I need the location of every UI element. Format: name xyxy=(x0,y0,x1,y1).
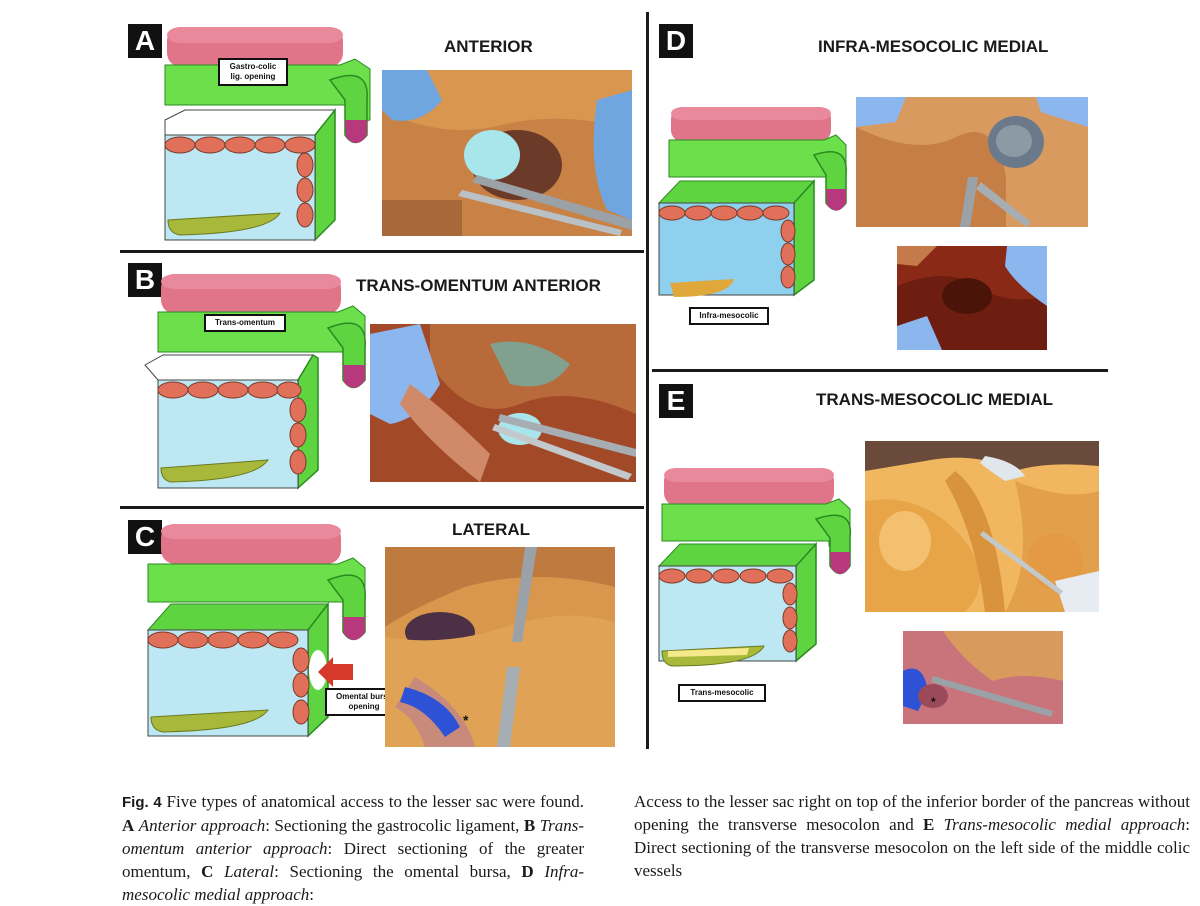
cadaver-photo-b xyxy=(370,324,636,482)
panel-letter-e: E xyxy=(659,384,693,418)
stomach-pink xyxy=(671,107,831,142)
panel-title-e: TRANS-MESOCOLIC MEDIAL xyxy=(816,390,1054,409)
panel-letter-d: D xyxy=(659,24,693,58)
caption-item-name-a: Anterior approach xyxy=(138,816,266,835)
cadaver-photo-d1 xyxy=(856,97,1088,227)
caption-item-letter-c: C xyxy=(201,862,214,881)
cadaver-photo-d2 xyxy=(897,246,1047,350)
cadaver-photo-c: * xyxy=(385,547,615,747)
panel-title-c: LATERAL xyxy=(452,520,531,539)
caption-item-desc-b: Direct sectioning of the greater omentum… xyxy=(122,839,584,881)
stomach-pink xyxy=(167,27,343,67)
panel-title-a: ANTERIOR xyxy=(444,37,533,56)
caption-item-name-c: Lateral xyxy=(224,862,275,881)
callout-d: Infra-mesocolic xyxy=(689,307,769,325)
divider-vertical xyxy=(646,12,649,749)
caption-right-column: Access to the lesser sac right on top of… xyxy=(634,792,1190,880)
divider-ab xyxy=(120,250,644,253)
photo-star-e: * xyxy=(931,695,936,709)
caption-item-desc-e: Direct sectioning of the transverse meso… xyxy=(634,838,1190,880)
caption-item-letter-a: A xyxy=(122,816,135,835)
lesser-sac-diagram-a xyxy=(164,27,371,242)
caption-left-column: Fig. 4 Five types of anatomical access t… xyxy=(122,792,585,904)
panel-letter-b: B xyxy=(128,263,162,297)
lesser-sac-diagram-b xyxy=(144,274,366,490)
panel-title-b: TRANS-OMENTUM ANTERIOR xyxy=(356,276,601,295)
caption-item-name-d: Infra-mesocolic medial approach xyxy=(122,862,585,904)
cadaver-photo-e2: * xyxy=(903,631,1063,724)
callout-a: Gastro-colic lig. opening xyxy=(218,58,288,86)
divider-de xyxy=(652,369,1108,372)
stomach-pink xyxy=(161,274,341,314)
caption-item-name-e: Trans-mesocolic medial approach xyxy=(943,815,1186,834)
lesser-sac-diagram-d xyxy=(657,107,847,297)
caption-item-name-b: Trans-omentum anterior approach xyxy=(122,816,585,858)
panel-letter-c: C xyxy=(128,520,162,554)
caption-item-desc-d: Access to the lesser sac right on top of… xyxy=(634,792,1190,834)
caption-item-desc-a: Sectioning the gastrocolic ligament, xyxy=(274,816,520,835)
photo-star-c: * xyxy=(463,712,469,728)
caption-item-letter-e: E xyxy=(922,815,935,834)
callout-c: Omental bursa opening xyxy=(325,688,403,716)
panel-letter-a: A xyxy=(128,24,162,58)
divider-bc xyxy=(120,506,644,509)
lesser-sac-diagram-e xyxy=(657,468,852,667)
lesser-sac-diagram-c xyxy=(146,524,366,738)
panel-title-d: INFRA-MESOCOLIC MEDIAL xyxy=(818,37,1049,56)
caption-fig-label: Fig. 4 xyxy=(122,794,162,811)
stomach-pink xyxy=(161,524,341,564)
callout-e: Trans-mesocolic xyxy=(678,684,766,702)
caption-intro: Five types of anatomical access to the l… xyxy=(166,792,585,811)
caption-item-desc-c: Sectioning the omental bursa, xyxy=(289,862,511,881)
cadaver-photo-e1 xyxy=(865,441,1099,612)
caption-item-letter-b: B xyxy=(523,816,536,835)
callout-b: Trans-omentum xyxy=(204,314,286,332)
cadaver-photo-a xyxy=(382,70,632,236)
stomach-pink xyxy=(664,468,834,506)
caption-item-letter-d: D xyxy=(521,862,534,881)
